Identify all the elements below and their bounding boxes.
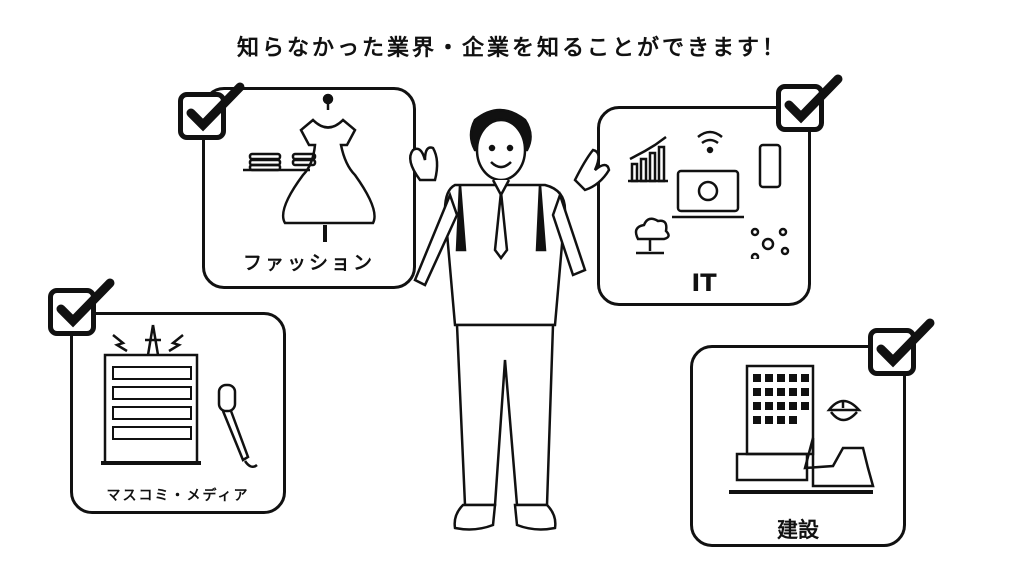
page-title: 知らなかった業界・企業を知ることができます！ (236, 36, 787, 61)
check-media-icon (48, 278, 115, 336)
media-icon (101, 324, 258, 469)
card-construction-label: 建設 (777, 518, 819, 542)
check-construction-icon (868, 318, 935, 376)
check-fashion-icon (178, 82, 245, 140)
card-it: IT (597, 106, 811, 306)
construction-icon (729, 364, 875, 494)
person-illustration (408, 108, 611, 531)
card-fashion: ファッション (202, 87, 416, 289)
card-fashion-label: ファッション (242, 252, 375, 274)
fashion-icon (243, 93, 376, 242)
card-media-label: マスコミ・メディア (106, 488, 250, 504)
card-media: マスコミ・メディア (70, 312, 286, 514)
it-icon (628, 130, 790, 259)
card-construction: 建設 (690, 345, 906, 547)
check-it-icon (776, 74, 843, 132)
card-it-label: IT (691, 269, 717, 297)
